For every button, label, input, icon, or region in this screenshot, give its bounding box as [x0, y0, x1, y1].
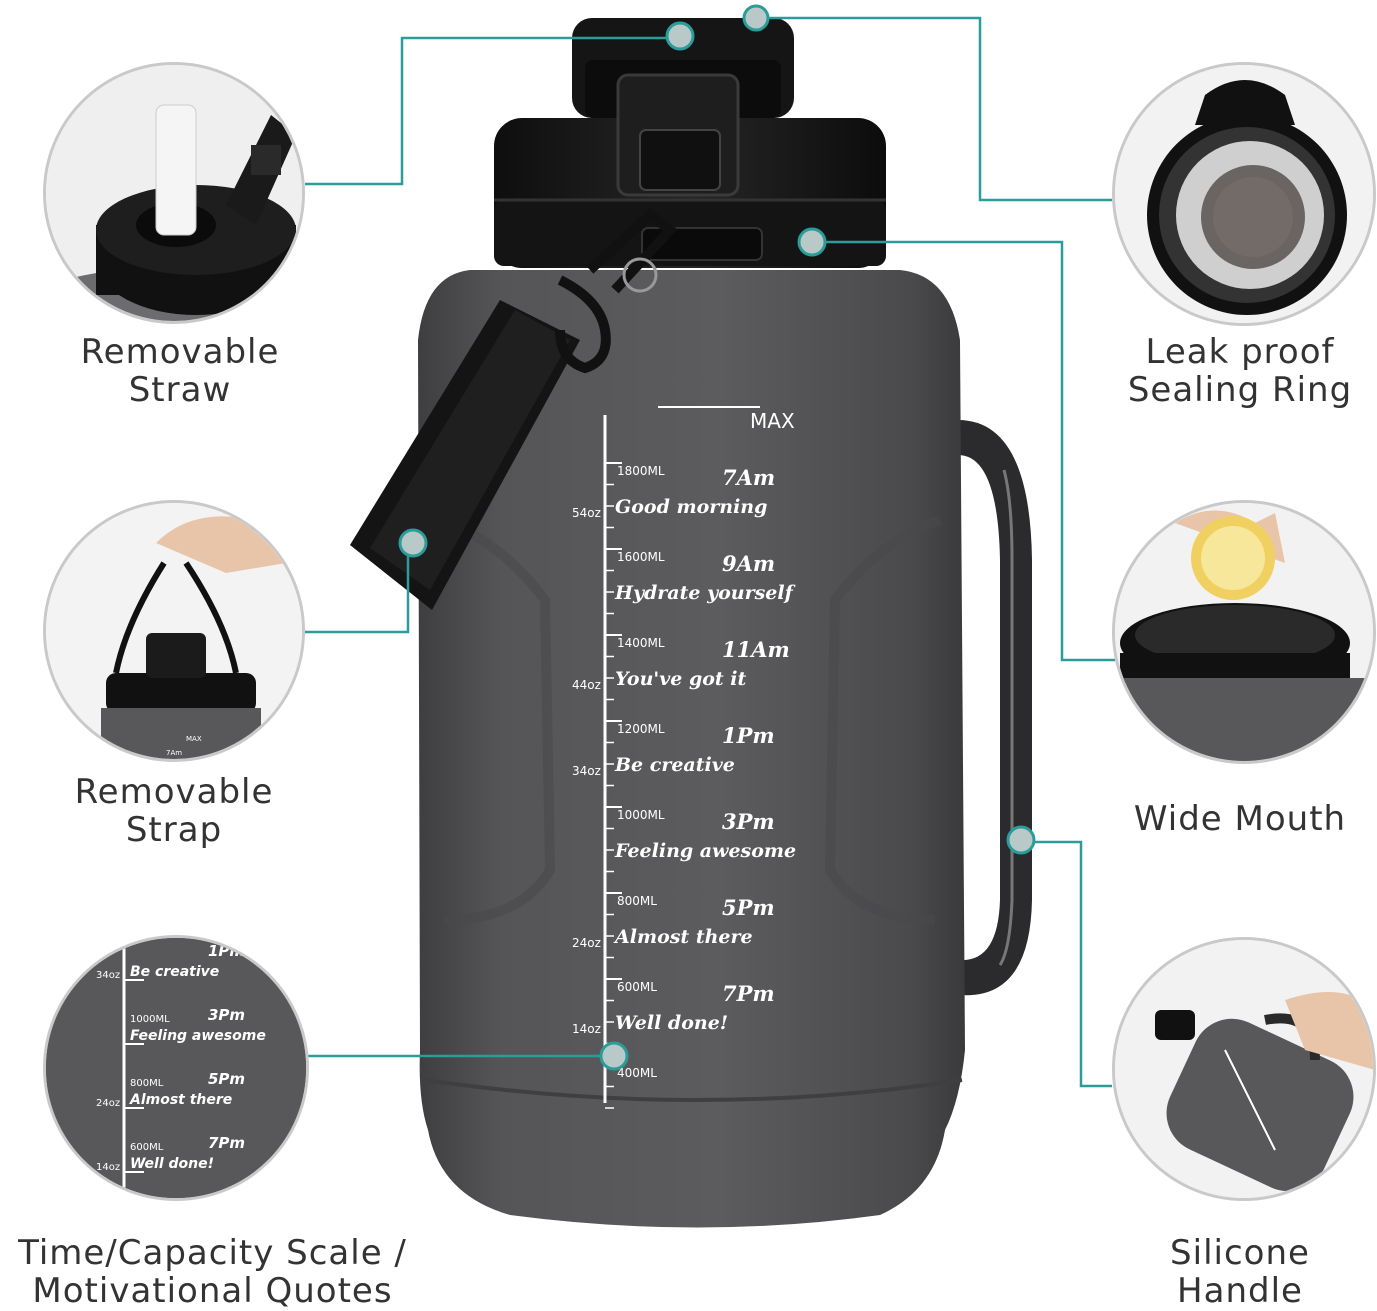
straw-detail-image	[43, 62, 305, 324]
water-bottle	[350, 18, 1032, 1228]
ml-label: 1600ML	[617, 550, 665, 564]
motivational-quote: Feeling awesome	[130, 1028, 266, 1044]
oz-label: 14oz	[96, 1162, 120, 1173]
ml-label: 1200ML	[617, 722, 665, 736]
motivational-quote: You've got it	[615, 668, 747, 690]
ml-label: 800ML	[617, 894, 657, 908]
motivational-quote: Good morning	[615, 496, 767, 518]
oz-label: 24oz	[572, 936, 601, 950]
motivational-quote: Hydrate yourself	[614, 582, 796, 604]
label-wide-mouth: Wide Mouth	[1133, 799, 1347, 839]
ml-label: 1800ML	[617, 464, 665, 478]
oz-label: 54oz	[572, 506, 601, 520]
oz-label: 14oz	[572, 1022, 601, 1036]
bottle-body	[418, 270, 965, 1228]
motivational-quote: Be creative	[130, 964, 219, 980]
oz-label: 34oz	[96, 970, 120, 981]
sealing-ring-image	[1112, 62, 1376, 326]
ml-label: 1400ML	[617, 636, 665, 650]
time-label: 3Pm	[208, 1006, 245, 1024]
time-label: 9Am	[722, 551, 775, 576]
time-label: 1Pm	[722, 723, 775, 748]
wide-mouth-image	[1112, 500, 1376, 764]
ml-label: 800ML	[130, 1078, 164, 1089]
time-label: 7Am	[722, 465, 775, 490]
oz-label: 34oz	[572, 764, 601, 778]
motivational-quote: Well done!	[130, 1156, 214, 1172]
motivational-quote: Well done!	[615, 1012, 728, 1034]
svg-text:7Am: 7Am	[166, 749, 182, 757]
time-label: 5Pm	[208, 1070, 245, 1088]
ml-label: 600ML	[130, 1142, 164, 1153]
silicone-handle-image	[1112, 937, 1376, 1201]
motivational-quote: Be creative	[614, 754, 735, 776]
ml-label: 1000ML	[617, 808, 665, 822]
time-label: 5Pm	[722, 895, 775, 920]
label-time-capacity-scale: Time/Capacity Scale /Motivational Quotes	[18, 1233, 407, 1311]
motivational-quote: Almost there	[129, 1092, 232, 1108]
oz-label: 44oz	[572, 678, 601, 692]
ml-label: 400ML	[617, 1066, 657, 1080]
ml-label: 600ML	[617, 980, 657, 994]
motivational-quote: Feeling awesome	[614, 840, 796, 862]
max-label: MAX	[750, 409, 795, 433]
svg-text:MAX: MAX	[186, 735, 202, 743]
time-label: 7Pm	[208, 1134, 245, 1152]
motivational-quote: Almost there	[613, 926, 753, 948]
time-label: 7Pm	[722, 981, 775, 1006]
oz-label: 24oz	[96, 1098, 120, 1109]
callout-dots	[398, 4, 1036, 1071]
strap-detail-image: MAX 7Am	[43, 500, 305, 762]
ml-label: 1000ML	[130, 1014, 170, 1025]
time-label: 3Pm	[722, 809, 775, 834]
time-label: 11Am	[722, 637, 790, 662]
